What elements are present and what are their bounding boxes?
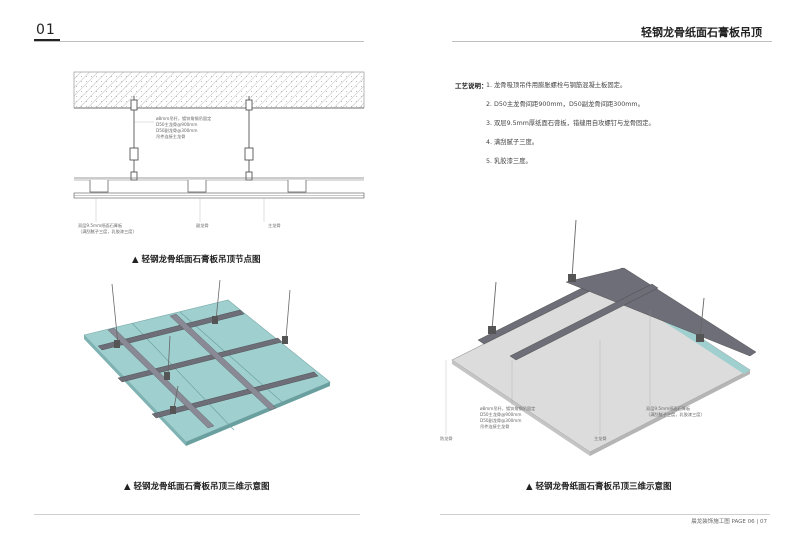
header-rule-right: [452, 41, 772, 42]
svg-text:ø8mm吊杆，镀锌角钢吊固定: ø8mm吊杆，镀锌角钢吊固定: [480, 405, 535, 412]
header-rule: [34, 41, 364, 42]
svg-text:D50副龙骨@300mm: D50副龙骨@300mm: [480, 417, 521, 424]
note-2: 2. D50主龙骨间距900mm，D50副龙骨间距300mm。: [486, 101, 644, 108]
ceiling-3d-drawing-right: 防龙骨 ø8mm吊杆，镀锌角钢吊固定 D50主龙骨@900mm D50副龙骨@3…: [440, 219, 757, 456]
left-3d-caption: ▲ 轻钢龙骨纸面石膏板吊顶三维示意图: [124, 482, 270, 492]
right-footer-rule: [440, 514, 770, 515]
svg-text:吊件连接主龙骨: 吊件连接主龙骨: [480, 423, 509, 430]
svg-text:副龙骨: 副龙骨: [196, 222, 209, 229]
page-footer: 晨龙装饰施工图 PAGE 06 | 07: [691, 519, 767, 525]
note-5: 5. 乳胶漆三度。: [486, 158, 532, 165]
svg-text:主龙骨: 主龙骨: [268, 222, 281, 229]
page-title: 轻钢龙骨纸面石膏板吊顶: [641, 26, 762, 39]
svg-text:ø8mm吊杆，镀锌角钢吊固定: ø8mm吊杆，镀锌角钢吊固定: [156, 115, 211, 122]
note-1: 1. 龙骨吸顶吊件用膨胀螺栓与钢筋混凝土板固定。: [486, 82, 627, 89]
ceiling-3d-drawing-left: [83, 279, 331, 446]
hanger-rods: [129, 96, 254, 181]
svg-text:主龙骨: 主龙骨: [594, 435, 607, 442]
svg-text:双层9.5mm纸面石膏板: 双层9.5mm纸面石膏板: [646, 405, 691, 412]
svg-text:（满刮腻子三度，乳胶漆三度）: （满刮腻子三度，乳胶漆三度）: [646, 411, 705, 418]
section-number: 01: [36, 22, 56, 38]
note-3: 3. 双层9.5mm厚纸面石膏板，错缝用自攻螺钉与龙骨固定。: [486, 120, 655, 127]
svg-text:（满刮腻子三度，乳胶漆三度）: （满刮腻子三度，乳胶漆三度）: [78, 228, 137, 235]
left-footer-rule: [34, 514, 360, 515]
svg-text:吊件连接主龙骨: 吊件连接主龙骨: [156, 133, 185, 140]
secondary-keels: [89, 180, 307, 193]
left-page: 01: [34, 0, 401, 539]
right-3d-caption: ▲ 轻钢龙骨纸面石膏板吊顶三维示意图: [526, 482, 672, 492]
ceiling-section-drawing: ø8mm吊杆，镀锌角钢吊固定 D50主龙骨@900mm D50副龙骨@300mm…: [73, 71, 365, 235]
svg-text:防龙骨: 防龙骨: [440, 435, 453, 442]
section-number-underline: [34, 39, 60, 42]
svg-text:D50副龙骨@300mm: D50副龙骨@300mm: [156, 127, 197, 134]
notes-label: 工艺说明：: [455, 82, 488, 90]
svg-text:双层9.5mm纸面石膏板: 双层9.5mm纸面石膏板: [78, 222, 123, 229]
svg-text:D50主龙骨@900mm: D50主龙骨@900mm: [480, 411, 521, 418]
svg-text:D50主龙骨@900mm: D50主龙骨@900mm: [156, 121, 197, 128]
note-4: 4. 满刮腻子三度。: [486, 139, 539, 146]
right-page: 轻钢龙骨纸面石膏板吊顶 工艺说明： 1. 龙骨吸顶吊件用膨胀螺栓与钢筋混凝土板固…: [400, 0, 800, 539]
section-caption: ▲ 轻钢龙骨纸面石膏板吊顶节点图: [132, 255, 261, 265]
